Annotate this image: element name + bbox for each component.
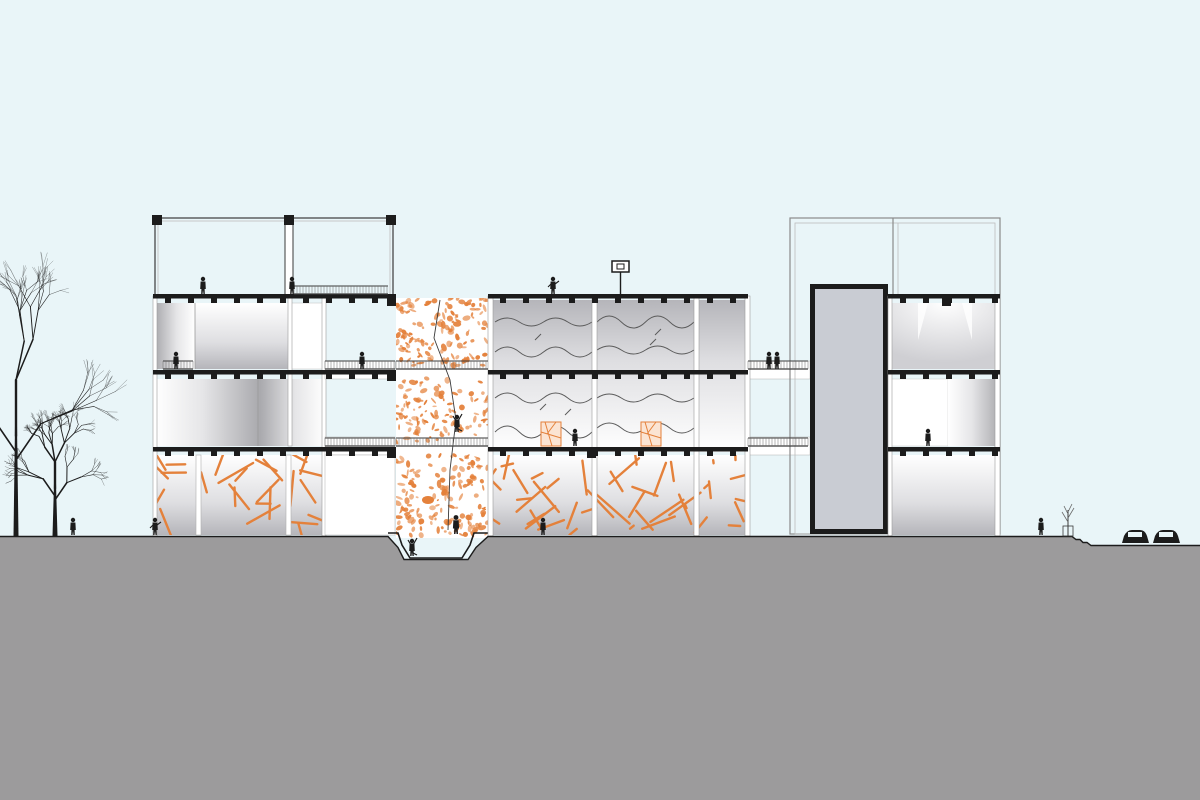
person-figure — [452, 515, 460, 534]
person-figure — [149, 517, 162, 535]
person-figure — [774, 351, 780, 369]
person-figure — [925, 428, 931, 446]
left-rooms — [155, 302, 326, 535]
person-figure — [572, 428, 578, 446]
person-figure — [289, 276, 295, 294]
middle-ground-accent-pattern — [490, 455, 748, 535]
person-figure — [547, 276, 560, 294]
person-figure — [540, 517, 546, 535]
person-figure — [200, 276, 206, 294]
car-icon — [1153, 530, 1180, 543]
people-figures — [70, 276, 1044, 556]
climbing-wall — [388, 298, 490, 559]
cars — [1122, 530, 1180, 543]
person-figure — [766, 351, 772, 369]
accent-doors — [540, 421, 662, 447]
tree-icon — [0, 251, 128, 536]
trees-left — [0, 251, 128, 536]
ground — [0, 535, 1200, 800]
basketball-hoop — [611, 260, 630, 295]
person-figure — [1038, 517, 1044, 535]
car-icon — [1122, 530, 1149, 543]
person-figure — [359, 351, 365, 369]
sapling-tree — [1061, 503, 1075, 537]
floor-slabs — [153, 294, 1000, 458]
left-building — [152, 215, 396, 537]
middle-block — [487, 295, 751, 537]
tree-icon — [2, 401, 109, 536]
climbing-holds-speckle — [396, 298, 488, 538]
person-figure — [452, 413, 463, 432]
person-figure — [70, 517, 76, 535]
person-figure — [407, 537, 418, 556]
balcony-railings — [162, 285, 809, 447]
person-figure — [173, 351, 179, 369]
right-building — [887, 295, 1001, 537]
